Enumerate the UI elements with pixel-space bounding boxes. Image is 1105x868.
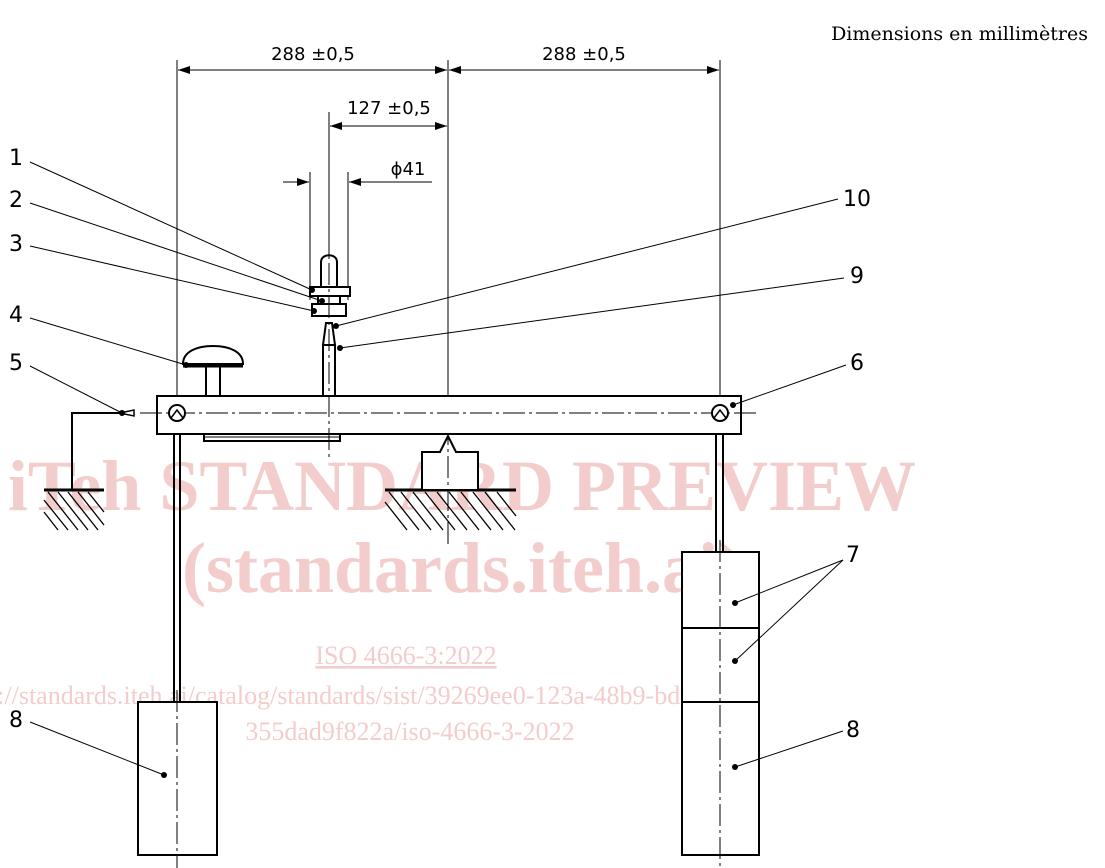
callout-5: 5 (9, 351, 23, 376)
pivot-right (711, 404, 729, 422)
stem-assembly (309, 254, 351, 397)
hanger-rod-right (715, 420, 724, 552)
units-note: Dimensions en millimètres (831, 23, 1088, 45)
dimension-right-span: 288 ±0,5 (542, 44, 626, 65)
callout-10: 10 (843, 187, 871, 212)
callout-8-right: 8 (846, 718, 860, 743)
watermark-url-line1: https://standards.iteh.ai/catalog/standa… (0, 681, 713, 710)
watermark-url-line2: 355dad9f822a/iso-4666-3-2022 (245, 717, 574, 746)
callout-8-left: 8 (9, 708, 23, 733)
pin-5 (119, 409, 135, 417)
callout-4: 4 (9, 303, 23, 328)
callout-1: 1 (9, 146, 23, 171)
callout-3: 3 (9, 232, 23, 257)
preview-watermark: iTeh STANDARD PREVIEW (standards.iteh.ai… (0, 446, 916, 746)
watermark-site: (standards.iteh.ai) (182, 528, 742, 608)
dimension-offset: 127 ±0,5 (347, 98, 431, 119)
watermark-standard-link[interactable]: ISO 4666-3:2022 (315, 641, 496, 670)
dimension-left-span: 288 ±0,5 (271, 44, 355, 65)
hanger-rod-left (173, 420, 181, 702)
callout-7: 7 (846, 543, 860, 568)
leader-lines (29, 161, 847, 778)
pivot-left (168, 404, 186, 422)
balance-beam (156, 395, 742, 435)
fulcrum-support (421, 433, 479, 491)
ground-left (43, 412, 124, 531)
knob-4 (181, 344, 245, 397)
callout-6: 6 (850, 351, 864, 376)
dimension-diameter: ϕ41 (391, 159, 426, 180)
callout-9: 9 (850, 264, 864, 289)
callout-2: 2 (9, 188, 23, 213)
